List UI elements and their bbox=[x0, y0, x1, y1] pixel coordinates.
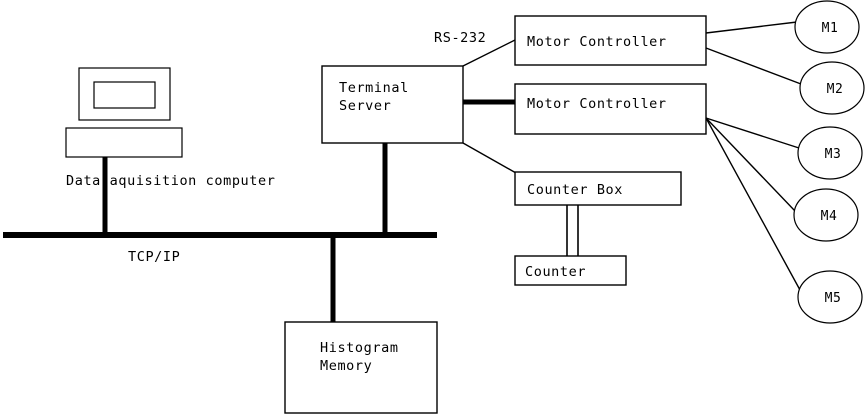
histogram-memory-label-line1: Histogram bbox=[320, 340, 399, 356]
motor-controller-2-box[interactable] bbox=[514, 83, 707, 135]
counter-label: Counter bbox=[525, 264, 586, 280]
motor-controller-1-label: Motor Controller bbox=[527, 34, 667, 50]
connection-counter-box-counter bbox=[566, 205, 579, 256]
keyboard-icon bbox=[65, 127, 183, 158]
terminal-server-box[interactable] bbox=[321, 65, 464, 144]
motor-link-group bbox=[705, 21, 802, 291]
counter-box-rect[interactable] bbox=[514, 171, 682, 206]
connection-terminal-server-motor-controller-1: RS-232 bbox=[434, 30, 516, 67]
rs232-label: RS-232 bbox=[434, 30, 486, 46]
motor-ellipse-m2[interactable] bbox=[799, 61, 865, 115]
motor-label-m1: M1 bbox=[822, 21, 839, 36]
tcpip-label: TCP/IP bbox=[128, 249, 180, 265]
connection-motor-controller-1-m1 bbox=[705, 21, 798, 34]
histogram-memory-box[interactable] bbox=[284, 321, 438, 414]
motor-ellipse-m3[interactable] bbox=[797, 126, 863, 180]
monitor-screen-icon bbox=[93, 81, 156, 109]
motor-controller-1-box[interactable] bbox=[514, 15, 707, 66]
motor-label-m3: M3 bbox=[825, 147, 842, 162]
motor-label-m2: M2 bbox=[827, 82, 844, 97]
counter-box-label: Counter Box bbox=[527, 182, 623, 198]
motor-controller-2-node[interactable]: Motor Controller bbox=[514, 83, 707, 135]
motor-ellipse-m1[interactable] bbox=[794, 0, 860, 54]
connection-motor-controller-2-m5 bbox=[705, 117, 801, 291]
terminal-server-label-line2: Server bbox=[339, 98, 391, 114]
counter-box-node[interactable]: Counter Box bbox=[514, 171, 682, 206]
motor-ellipse-m5[interactable] bbox=[797, 270, 863, 324]
motor-node-m3[interactable]: M3 bbox=[797, 126, 863, 180]
rs232-link-line bbox=[462, 39, 516, 67]
motor-node-m5[interactable]: M5 bbox=[797, 270, 863, 324]
terminal-server-label-line1: Terminal bbox=[339, 80, 409, 96]
connection-motor-controller-1-m2 bbox=[705, 47, 802, 85]
motor-controller-2-label: Motor Controller bbox=[527, 96, 667, 112]
connection-motor-controller-2-m3 bbox=[705, 117, 800, 149]
tcpip-bus-group: TCP/IP bbox=[3, 143, 437, 322]
counter-rect[interactable] bbox=[514, 255, 627, 286]
connection-motor-controller-2-m4 bbox=[705, 117, 796, 212]
motor-node-m2[interactable]: M2 bbox=[799, 61, 865, 115]
connection-terminal-server-counter-box bbox=[462, 142, 517, 174]
counter-node[interactable]: Counter bbox=[514, 255, 627, 286]
histogram-memory-label-line2: Memory bbox=[320, 358, 372, 374]
histogram-memory-node[interactable]: Histogram Memory bbox=[284, 321, 438, 414]
data-acquisition-computer[interactable]: Data aquisition computer bbox=[65, 67, 275, 189]
data-acquisition-computer-caption: Data aquisition computer bbox=[66, 173, 275, 189]
terminal-server-node[interactable]: Terminal Server bbox=[321, 65, 464, 144]
motor-node-m4[interactable]: M4 bbox=[793, 188, 859, 242]
motor-label-m5: M5 bbox=[825, 291, 842, 306]
motor-label-m4: M4 bbox=[821, 209, 838, 224]
motor-controller-1-node[interactable]: Motor Controller bbox=[514, 15, 707, 66]
motor-ellipse-m4[interactable] bbox=[793, 188, 859, 242]
motor-node-m1[interactable]: M1 bbox=[794, 0, 860, 54]
